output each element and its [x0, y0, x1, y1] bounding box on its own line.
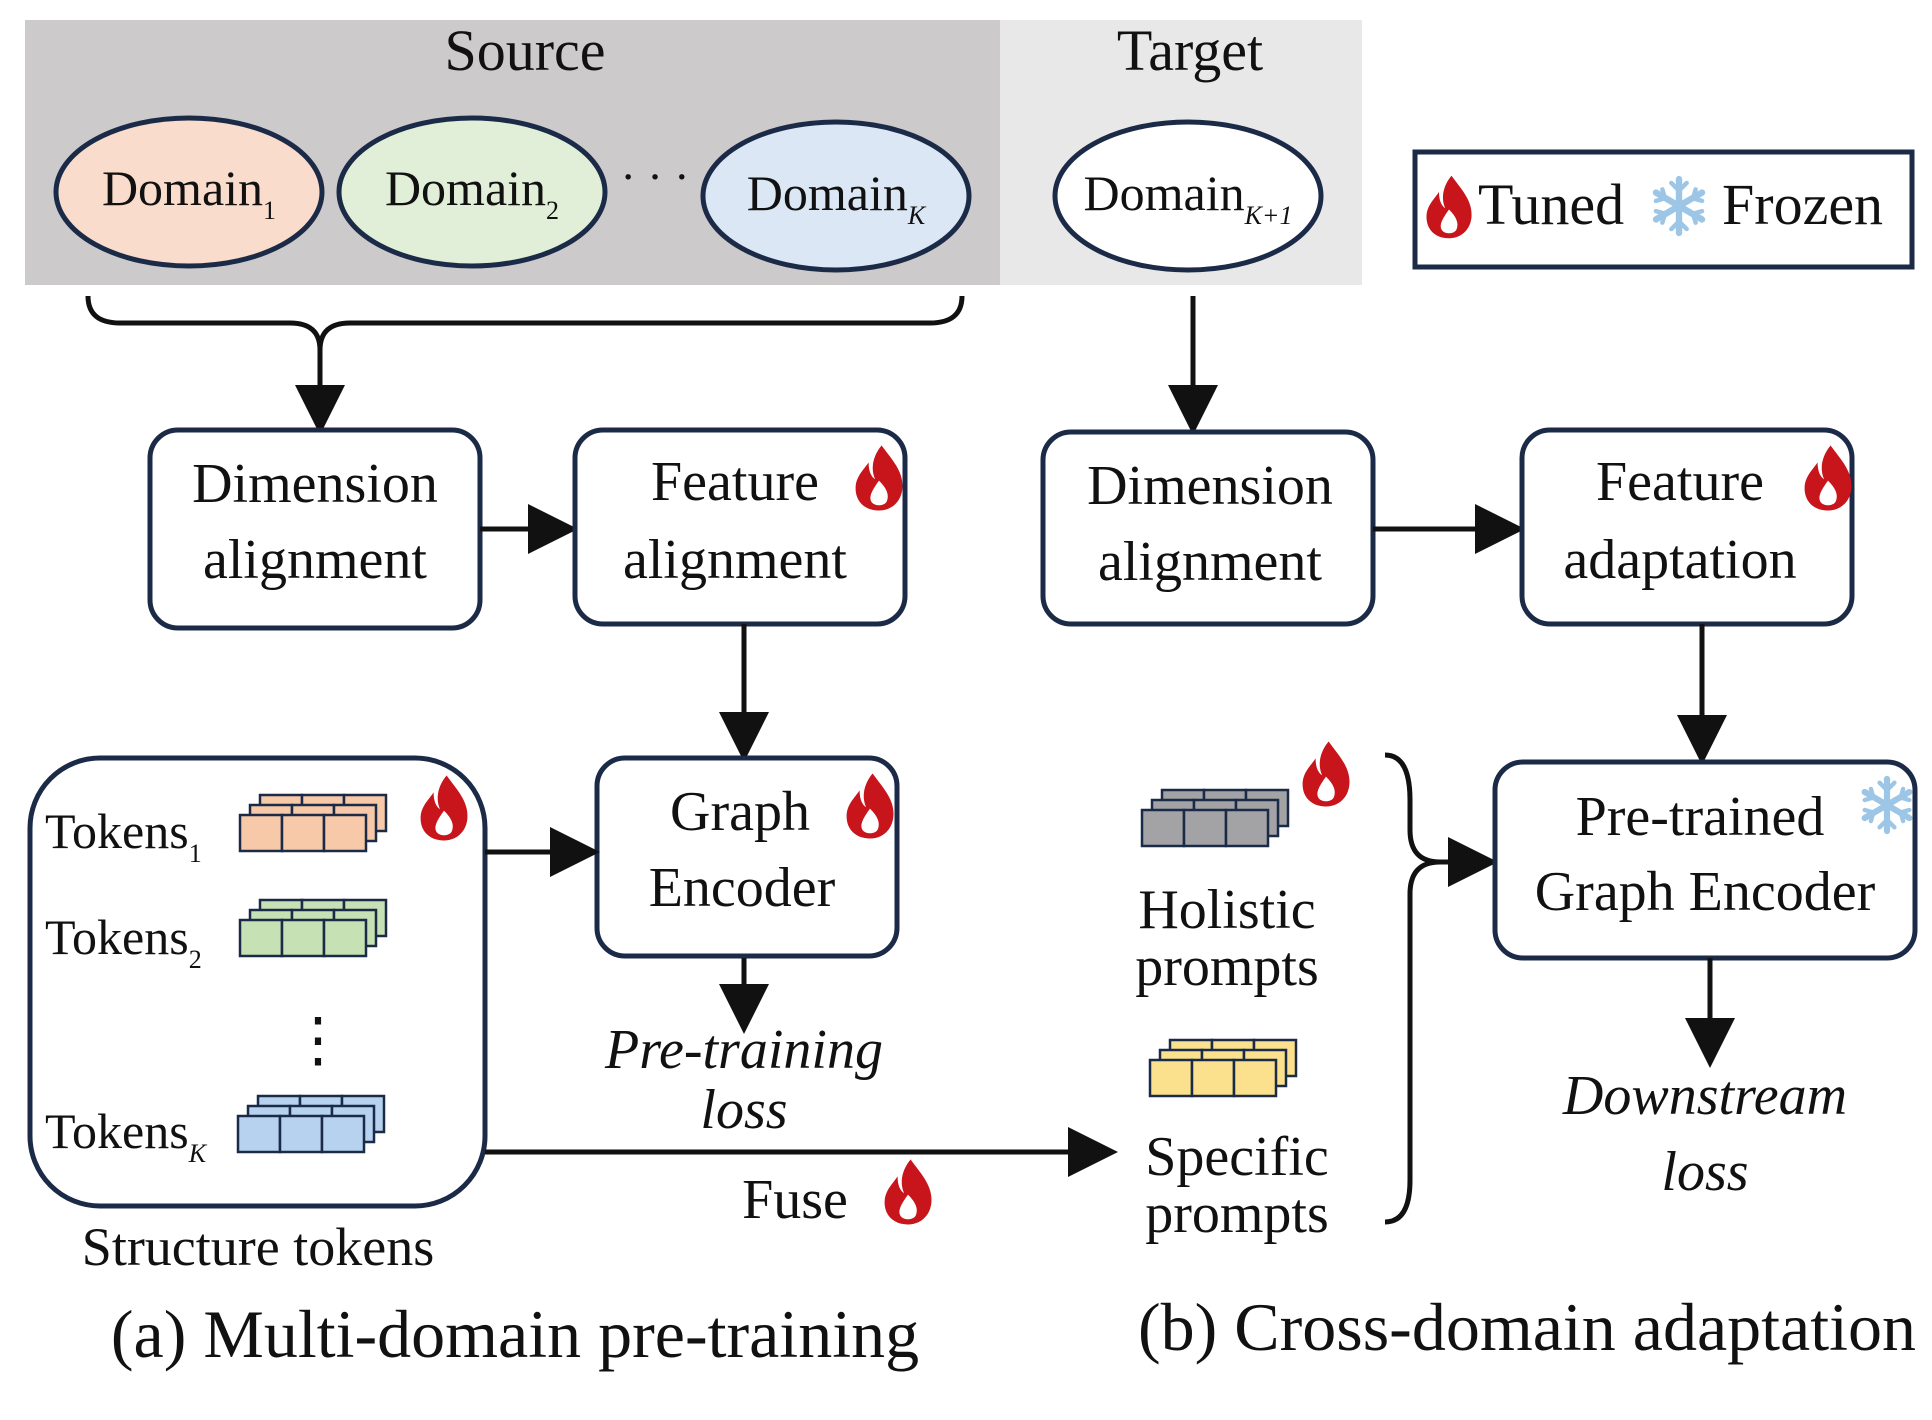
domain-k: DomainK: [700, 119, 972, 273]
svg-text:DomainK: DomainK: [747, 165, 927, 230]
left-dimension-alignment-box: Dimension alignment: [147, 427, 483, 631]
svg-text:Domain2: Domain2: [385, 160, 559, 225]
svg-text:alignment: alignment: [203, 529, 427, 591]
svg-text:Dimension: Dimension: [1087, 455, 1333, 517]
domain-2: Domain2: [336, 115, 608, 269]
token-cell: [1140, 808, 1186, 848]
source-brace: [85, 295, 965, 351]
svg-text:Graph Encoder: Graph Encoder: [1535, 861, 1876, 923]
svg-text:Tokens2: Tokens2: [45, 909, 202, 974]
structure-tokens-box: [27, 755, 488, 1209]
specific-prompts-line2: prompts: [1145, 1183, 1329, 1245]
token-cell: [280, 813, 326, 853]
tokens-2-label: Tokens: [45, 909, 189, 965]
svg-text:alignment: alignment: [623, 529, 847, 591]
domain-1-label: Domain: [102, 160, 263, 216]
domain-1: Domain1: [53, 115, 325, 269]
svg-text:Encoder: Encoder: [649, 857, 836, 919]
prompts-brace: [1384, 752, 1441, 1225]
token-cell: [1148, 1058, 1194, 1098]
svg-text:Graph: Graph: [670, 781, 810, 843]
tokens-k-subscript: K: [188, 1139, 208, 1168]
token-cell: [238, 813, 284, 853]
target-title: Target: [1117, 18, 1263, 83]
domain-ellipsis: · · ·: [621, 151, 690, 202]
token-stack-icon: [1148, 1038, 1298, 1098]
tokens-1-label: Tokens: [45, 803, 189, 859]
legend: Tuned Frozen: [1412, 149, 1915, 270]
pretraining-loss-line2: loss: [700, 1079, 787, 1141]
token-cell: [322, 918, 368, 958]
holistic-prompts-line2: prompts: [1135, 936, 1319, 998]
svg-text:Pre-trained: Pre-trained: [1576, 786, 1825, 848]
token-cell: [238, 918, 284, 958]
svg-text:Tokens1: Tokens1: [45, 803, 202, 868]
domain-k1-label: Domain: [1084, 165, 1245, 221]
tokens-vdots: ⋮: [288, 1007, 348, 1073]
domain-2-label: Domain: [385, 160, 546, 216]
domain-k-subscript: K: [907, 201, 927, 230]
token-cell: [322, 813, 368, 853]
svg-text:Dimension: Dimension: [192, 453, 438, 515]
token-cell: [320, 1114, 366, 1154]
token-stack-icon: [238, 898, 388, 958]
structure-tokens-label: Structure tokens: [82, 1217, 434, 1277]
token-stack-icon: [236, 1094, 386, 1154]
token-stack-icon: [238, 793, 388, 853]
flame-icon: [1302, 741, 1350, 807]
domain-1-subscript: 1: [263, 196, 276, 225]
tokens-1-subscript: 1: [189, 839, 202, 868]
svg-text:Domain1: Domain1: [102, 160, 276, 225]
svg-text:DomainK+1: DomainK+1: [1084, 165, 1293, 230]
caption-b: (b) Cross-domain adaptation: [1138, 1289, 1916, 1365]
token-stack-icon: [1140, 788, 1290, 848]
token-cell: [1224, 808, 1270, 848]
legend-frozen: Frozen: [1722, 172, 1883, 237]
token-cell: [1182, 808, 1228, 848]
token-cell: [1232, 1058, 1278, 1098]
legend-tuned: Tuned: [1478, 172, 1624, 237]
downstream-loss-line2: loss: [1661, 1141, 1748, 1203]
pretrained-graph-encoder-box: Pre-trained Graph Encoder: [1492, 759, 1918, 961]
tokens-2-subscript: 2: [189, 945, 202, 974]
svg-text:alignment: alignment: [1098, 531, 1322, 593]
svg-text:Feature: Feature: [1596, 451, 1764, 513]
pretraining-loss: Pre-training: [604, 1019, 883, 1081]
feature-adaptation-box: Feature adaptation: [1519, 427, 1855, 627]
right-dimension-alignment-box: Dimension alignment: [1040, 429, 1376, 627]
fuse-label: Fuse: [742, 1169, 848, 1231]
holistic-prompts: Holistic: [1138, 879, 1315, 941]
token-cell: [278, 1114, 324, 1154]
token-cell: [236, 1114, 282, 1154]
token-cell: [280, 918, 326, 958]
svg-text:TokensK: TokensK: [45, 1103, 208, 1168]
caption-a: (a) Multi-domain pre-training: [111, 1296, 919, 1372]
svg-text:adaptation: adaptation: [1563, 529, 1796, 591]
source-title: Source: [444, 18, 605, 83]
token-cell: [1190, 1058, 1236, 1098]
flame-icon: [884, 1159, 932, 1225]
domain-2-subscript: 2: [546, 196, 559, 225]
specific-prompts: Specific: [1145, 1126, 1328, 1188]
feature-alignment-box: Feature alignment: [572, 427, 908, 627]
downstream-loss: Downstream: [1562, 1065, 1847, 1127]
domain-k-plus-1: DomainK+1: [1052, 119, 1324, 273]
domain-k-label: Domain: [747, 165, 908, 221]
tokens-k-label: Tokens: [45, 1103, 189, 1159]
graph-encoder-box: Graph Encoder: [594, 755, 900, 959]
domain-k1-subscript: K+1: [1244, 201, 1293, 230]
svg-text:Feature: Feature: [651, 451, 819, 513]
